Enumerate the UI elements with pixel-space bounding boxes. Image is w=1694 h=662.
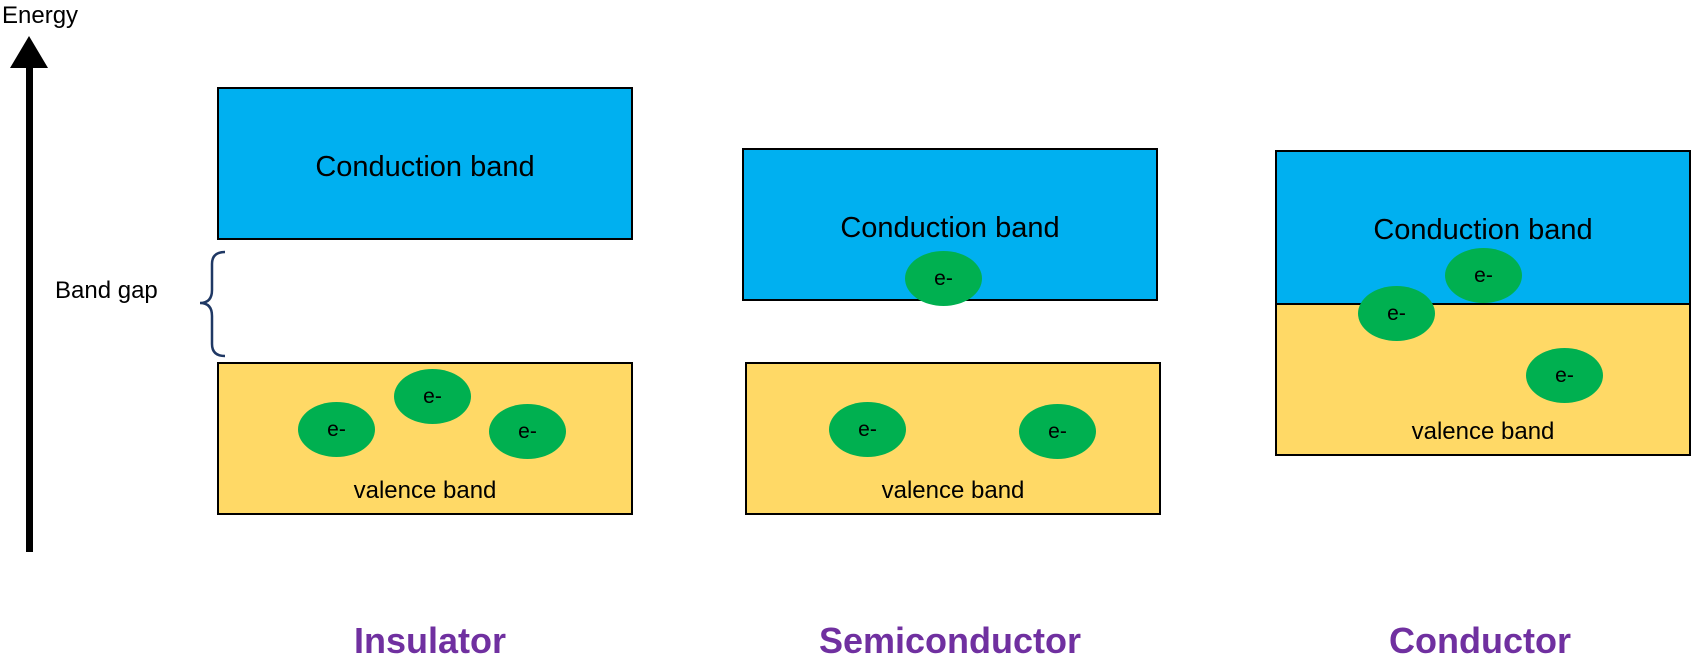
energy-axis-label: Energy: [2, 2, 79, 29]
conductor-valence-label: valence band: [1411, 418, 1555, 445]
semiconductor-valence-label: valence band: [881, 477, 1025, 504]
semiconductor-electron: e-: [829, 402, 906, 457]
insulator-electron: e-: [489, 404, 566, 459]
conductor-electron: e-: [1358, 286, 1435, 341]
energy-axis-line: [26, 55, 33, 552]
semiconductor-title: Semiconductor: [818, 620, 1082, 661]
semiconductor-valence-band: valence band: [745, 362, 1161, 515]
semiconductor-electron: e-: [1019, 404, 1096, 459]
band-gap-label: Band gap: [55, 277, 158, 304]
band-gap-brace: [199, 250, 226, 358]
insulator-electron: e-: [394, 369, 471, 424]
semiconductor-electron: e-: [905, 251, 982, 306]
energy-axis-arrowhead: [10, 36, 48, 68]
insulator-conduction-band: Conduction band: [217, 87, 633, 240]
insulator-valence-label: valence band: [353, 477, 497, 504]
insulator-electron: e-: [298, 402, 375, 457]
semiconductor-conduction-label: Conduction band: [840, 212, 1060, 244]
conductor-conduction-label: Conduction band: [1373, 214, 1593, 246]
conductor-electron: e-: [1526, 348, 1603, 403]
insulator-title: Insulator: [353, 620, 506, 661]
insulator-conduction-label: Conduction band: [315, 151, 535, 183]
conductor-electron: e-: [1445, 248, 1522, 303]
conductor-title: Conductor: [1389, 620, 1571, 661]
